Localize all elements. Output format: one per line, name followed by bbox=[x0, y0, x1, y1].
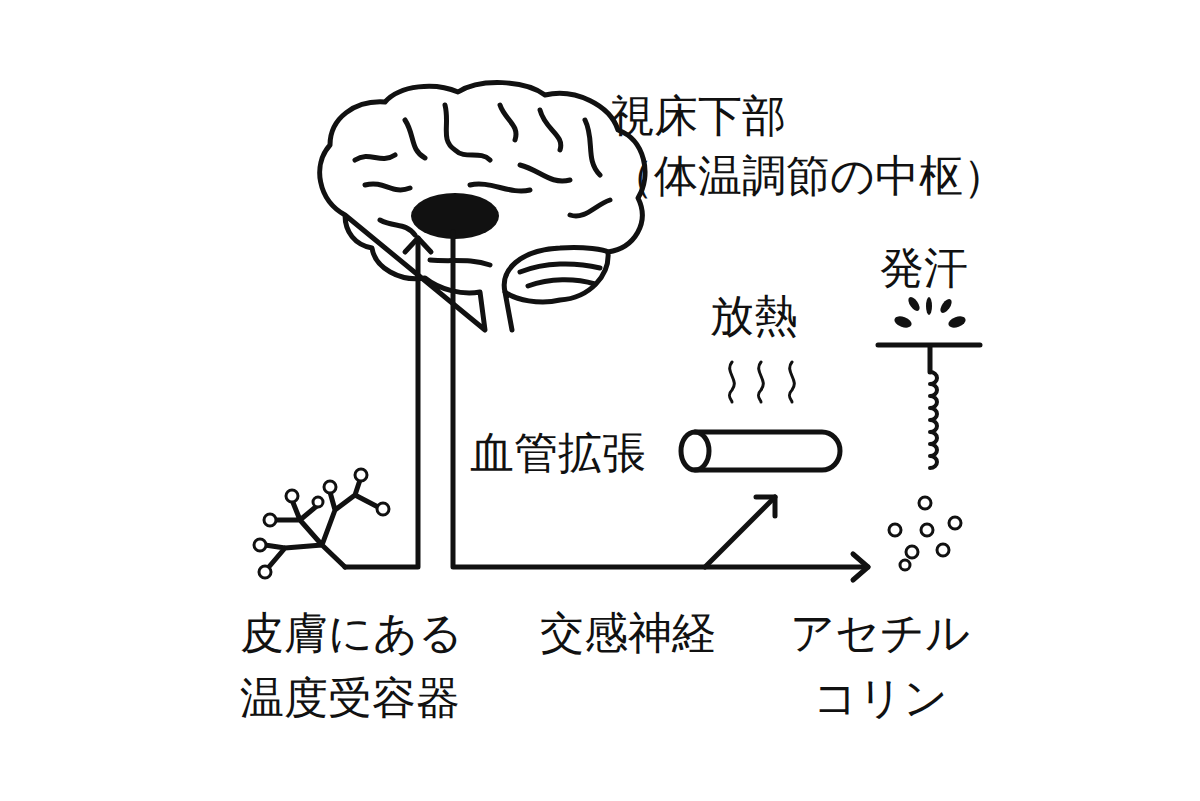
heat-waves bbox=[729, 362, 794, 402]
receptor-tree bbox=[265, 480, 378, 568]
nerve-label: 交感神経 bbox=[540, 600, 740, 665]
cerebellum-folds bbox=[520, 264, 600, 286]
branch-line bbox=[705, 497, 775, 567]
brain-sulci bbox=[355, 105, 610, 265]
sympathetic-line bbox=[453, 232, 868, 567]
brain-outline bbox=[320, 83, 645, 330]
vessel-end bbox=[681, 432, 709, 470]
arrowhead-right bbox=[853, 554, 868, 580]
skin-surface bbox=[878, 345, 980, 372]
sweat-droplets bbox=[893, 295, 967, 330]
sweat-gland-coil bbox=[930, 372, 937, 468]
arrowhead-diagonal bbox=[756, 497, 775, 516]
arrowhead-up bbox=[405, 238, 431, 252]
vasodilation-label: 血管拡張 bbox=[470, 423, 670, 483]
receptor-endings bbox=[254, 469, 389, 578]
acetylcholine-dots bbox=[889, 497, 961, 570]
transmitter-label: アセチル コリン bbox=[780, 600, 980, 730]
receptor-label: 皮膚にある 温度受容器 bbox=[240, 600, 485, 730]
cerebellum bbox=[504, 247, 608, 292]
heat-label: 放熱 bbox=[710, 286, 820, 346]
sweat-label: 発汗 bbox=[880, 238, 990, 298]
center-label: 視床下部 （体温調節の中枢） bbox=[610, 86, 1030, 206]
blood-vessel bbox=[695, 432, 840, 470]
afferent-line bbox=[345, 238, 418, 567]
